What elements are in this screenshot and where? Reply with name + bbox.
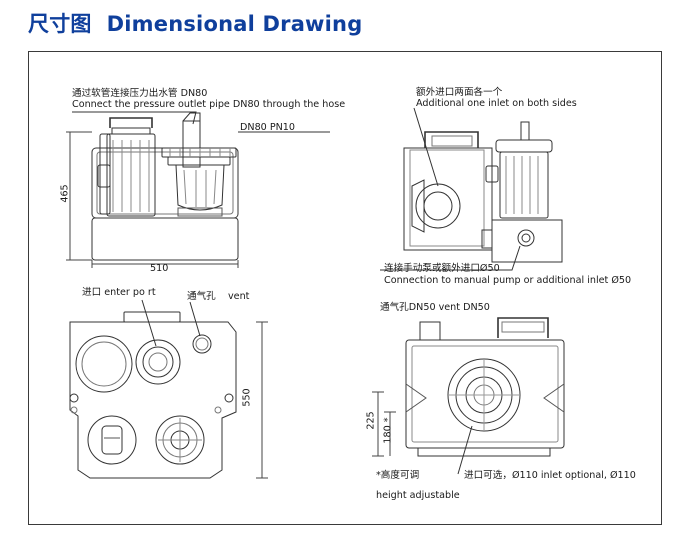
side-callout-bottom-en: Connection to manual pump or additional … [384, 275, 632, 286]
rear-view [372, 317, 565, 475]
inlet-optional-note: 进口可选，Ø110 inlet optional, Ø110 [464, 470, 636, 481]
title-cn: 尺寸图 [28, 12, 92, 36]
front-callout-en: Connect the pressure outlet pipe DN80 th… [72, 99, 346, 110]
vent-label-cn: 通气孔 [187, 291, 216, 302]
width-dim-510: 510 [150, 263, 169, 274]
side-callout-bottom-cn: 连接手动泵或额外进口Ø50 [384, 263, 500, 274]
side-callout-top-en: Additional one inlet on both sides [416, 98, 577, 109]
dim-180: 180 * [382, 417, 394, 444]
top-view [69, 299, 268, 479]
title-en: Dimensional Drawing [106, 12, 363, 36]
inlet-label: 进口 enter po rt [82, 287, 156, 298]
height-note-cn: *高度可调 [376, 470, 420, 481]
front-view [66, 111, 330, 268]
depth-dim-550: 550 [241, 388, 253, 407]
dim-225: 225 [365, 411, 377, 430]
drawing-frame [28, 51, 662, 525]
vent-label: 通气孔 vent [187, 291, 249, 303]
side-view [380, 107, 563, 271]
flange-label: DN80 PN10 [240, 122, 295, 133]
front-callout-cn: 通过软管连接压力出水管 DN80 [72, 88, 208, 99]
height-dim-465: 465 [59, 184, 71, 203]
vent-label-en: vent [227, 291, 250, 302]
height-note-en: height adjustable [376, 490, 460, 501]
rear-vent-label: 通气孔DN50 vent DN50 [380, 302, 490, 313]
page-title: 尺寸图 Dimensional Drawing [28, 8, 362, 38]
side-callout-top-cn: 额外进口两面各一个 [416, 87, 503, 98]
